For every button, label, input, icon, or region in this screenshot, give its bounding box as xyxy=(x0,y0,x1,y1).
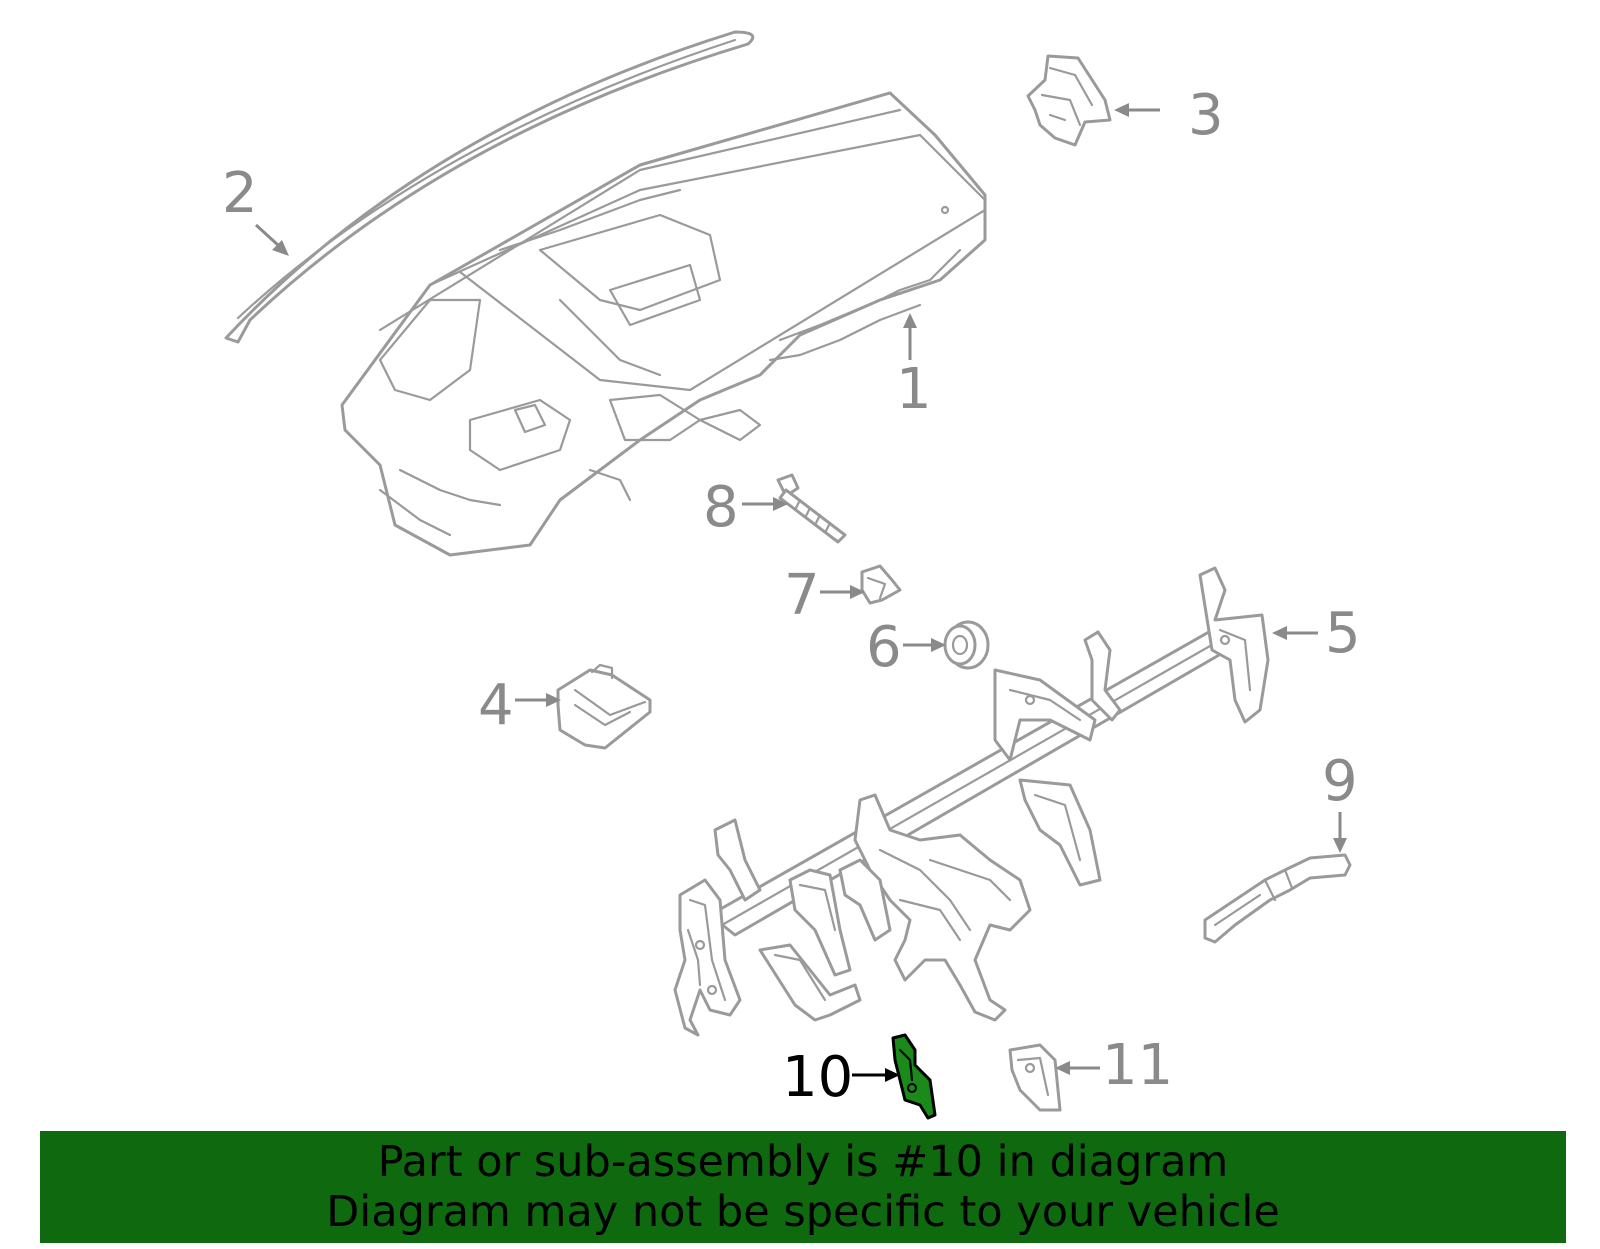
part-6-grommet xyxy=(943,620,990,670)
part-3-vent xyxy=(1026,54,1112,147)
callout-11-label: 11 xyxy=(1102,1033,1173,1098)
callout-7-arrow xyxy=(820,585,865,599)
part-7-clip xyxy=(860,564,902,605)
part-11-plate xyxy=(1008,1043,1062,1112)
callout-9-arrow xyxy=(1333,812,1347,853)
callout-6-label: 6 xyxy=(866,615,902,680)
part-1-instrument-panel xyxy=(340,91,987,557)
part-8-bolt xyxy=(776,473,847,544)
callout-9-label: 9 xyxy=(1322,749,1358,814)
callout-3-label: 3 xyxy=(1188,83,1224,148)
part-4-bracket xyxy=(556,663,652,750)
callout-10-arrow xyxy=(852,1068,900,1082)
callout-4-arrow xyxy=(515,693,561,707)
callout-5-arrow xyxy=(1272,626,1318,640)
callout-10-label: 10 xyxy=(782,1045,853,1110)
callout-11-arrow xyxy=(1055,1061,1100,1075)
info-banner: Part or sub-assembly is #10 in diagram D… xyxy=(40,1131,1566,1243)
callout-arrows xyxy=(254,103,1347,1082)
part-2-trim-strip xyxy=(224,30,755,344)
callout-3-arrow xyxy=(1114,103,1160,117)
part-9-bracket xyxy=(1203,853,1352,944)
banner-line-1: Part or sub-assembly is #10 in diagram xyxy=(377,1137,1229,1187)
callout-4-label: 4 xyxy=(478,673,514,738)
callout-2-arrow xyxy=(254,223,289,256)
banner-line-2: Diagram may not be specific to your vehi… xyxy=(326,1187,1280,1237)
callout-1-label: 1 xyxy=(896,357,932,422)
part-10-highlighted-bracket xyxy=(891,1033,937,1120)
callout-6-arrow xyxy=(903,638,946,652)
callout-7-label: 7 xyxy=(784,563,820,628)
callout-8-label: 8 xyxy=(703,475,739,540)
part-5-cross-beam xyxy=(673,566,1270,1037)
callout-2-label: 2 xyxy=(222,161,258,226)
callout-8-arrow xyxy=(742,497,788,511)
callout-1-arrow xyxy=(903,313,917,360)
callout-5-label: 5 xyxy=(1325,601,1361,666)
